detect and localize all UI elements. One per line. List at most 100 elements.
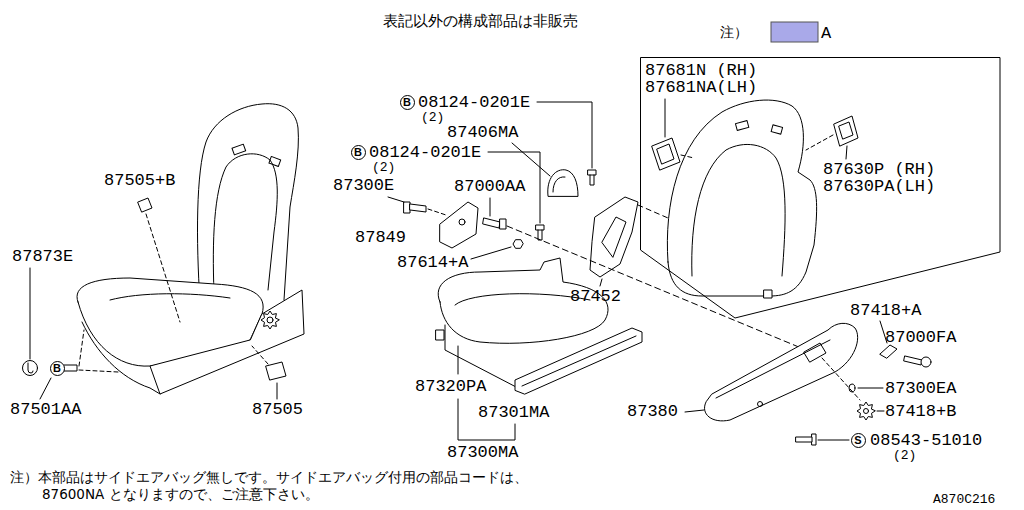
clip-symbol — [28, 363, 33, 373]
note-mark: 注） — [720, 25, 748, 39]
part-number: 87630PA(LH) — [823, 178, 935, 195]
quantity: (2) — [372, 161, 395, 174]
seatback — [198, 104, 299, 302]
lever — [880, 345, 897, 358]
bracket-hole — [459, 219, 465, 225]
symbol-letter: B — [53, 363, 61, 374]
leader-line — [40, 378, 51, 399]
diagram-title: 表記以外の構成部品は非販売 — [383, 14, 578, 29]
note-text: 87600NA となりますので、ご注意下さい。 — [42, 488, 319, 502]
screw — [538, 230, 542, 240]
stud-bolt — [500, 219, 506, 229]
bolt-shaft — [410, 204, 426, 212]
headrest-hole — [269, 156, 281, 166]
part-number: 87300EA — [885, 380, 956, 397]
part-number: 87501AA — [10, 401, 81, 418]
quantity: (2) — [893, 449, 916, 462]
seat-front-edge — [82, 322, 160, 394]
bracket-line — [458, 346, 459, 374]
assembly-line — [638, 205, 668, 218]
part-number: 87873E — [12, 248, 73, 265]
knob-hub — [864, 409, 869, 414]
seatback-cover — [667, 100, 816, 296]
hinge-cover — [548, 170, 578, 196]
headrest-hole — [735, 121, 748, 131]
leader-line — [30, 268, 31, 359]
trim-piece — [834, 116, 858, 146]
assembly-line — [428, 209, 446, 215]
part-number: 08543-51010 — [870, 432, 982, 449]
symbol-letter: B — [354, 147, 362, 158]
knob — [857, 402, 875, 420]
leader-line — [858, 388, 883, 389]
circled-symbol: B — [400, 95, 415, 110]
screw-head — [921, 357, 931, 367]
leader-line — [877, 411, 884, 412]
part-number: 87418+A — [850, 302, 921, 319]
note-ref: A — [821, 25, 831, 42]
part-number: 87630P (RH) — [823, 161, 935, 178]
part-number: 87505 — [252, 401, 303, 418]
leader-line — [512, 143, 550, 176]
screw — [590, 175, 594, 185]
part-number: 87300MA — [447, 444, 518, 461]
part-number: 87614+A — [397, 254, 468, 271]
hinge-bracket — [602, 217, 626, 257]
frame-tab — [436, 330, 444, 340]
part-number: 87406MA — [447, 124, 518, 141]
seatback-panel — [213, 154, 277, 292]
note-text: 注）本部品はサイドエアバッグ無しです。サイドエアバッグ付用の部品コードは、 — [10, 471, 528, 485]
leader-line — [537, 102, 592, 168]
cushion-seam — [455, 294, 590, 305]
clip-symbol — [266, 362, 286, 380]
stud-bolt — [483, 218, 500, 228]
recliner-knob — [261, 311, 279, 329]
screw-head — [812, 434, 816, 445]
trim-piece — [657, 144, 674, 164]
hinge-cover — [553, 177, 565, 192]
leader-line — [685, 410, 704, 412]
leader-line — [490, 198, 491, 216]
assembly-line — [79, 370, 118, 372]
cover-panel — [692, 144, 785, 276]
circled-symbol: S — [851, 433, 866, 448]
knob-hub — [267, 317, 273, 323]
seat-illustration — [23, 99, 932, 445]
part-number: 87000AA — [454, 178, 525, 195]
leader-line — [600, 279, 602, 286]
trim-piece — [652, 138, 680, 170]
screw — [796, 437, 812, 442]
cushion-seam — [110, 294, 230, 300]
side-finisher — [704, 323, 857, 421]
assembly-line — [681, 155, 694, 158]
circled-symbol: B — [351, 145, 366, 160]
assembly-line — [146, 214, 180, 322]
part-number: 08124-0201E — [369, 144, 481, 161]
seat-rail — [515, 328, 642, 394]
screw — [588, 170, 596, 175]
hidden-part-number — [771, 22, 818, 42]
finisher-edge — [716, 340, 830, 398]
leader-line — [846, 146, 847, 159]
clip-symbol — [23, 361, 38, 376]
clip-symbol — [138, 198, 152, 212]
screw — [904, 356, 922, 365]
symbol-letter: S — [854, 435, 861, 446]
leader-line — [818, 440, 849, 441]
circled-symbol: B — [50, 361, 65, 376]
part-number: 87505+B — [104, 172, 175, 189]
quantity: (2) — [421, 111, 444, 124]
cover-tab — [764, 290, 772, 298]
part-number: 87681N (RH) — [645, 62, 757, 79]
leader-line — [665, 99, 666, 137]
part-number: 08124-0201E — [418, 94, 530, 111]
part-number: 87320PA — [415, 378, 486, 395]
leader-line — [388, 197, 404, 202]
part-number: 87849 — [355, 229, 406, 246]
leader-line — [471, 247, 511, 259]
part-number: 87380 — [627, 403, 678, 420]
bracket — [440, 202, 478, 248]
headrest-hole — [771, 125, 782, 134]
bolt-head — [404, 202, 410, 213]
part-number: 87452 — [570, 288, 621, 305]
